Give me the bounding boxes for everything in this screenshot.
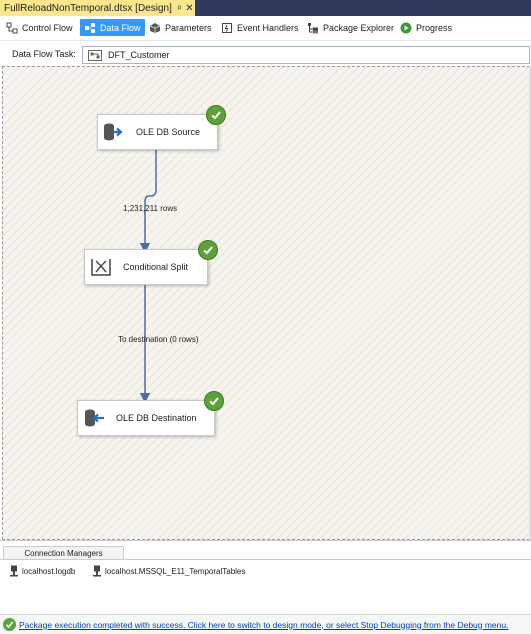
- task-selector-label: Data Flow Task:: [12, 49, 76, 59]
- component-name: OLE DB Destination: [116, 413, 197, 423]
- close-icon[interactable]: ✕: [185, 2, 194, 14]
- control-flow-icon: [6, 22, 18, 34]
- document-tab[interactable]: FullReloadNonTemporal.dtsx [Design] ᵖ ✕: [0, 0, 195, 16]
- connection-managers-panel: Connection Managers localhost.logdb loca…: [0, 540, 531, 615]
- document-tab-title: FullReloadNonTemporal.dtsx [Design]: [4, 2, 172, 14]
- tab-package-explorer[interactable]: Package Explorer: [307, 19, 394, 36]
- execution-status-message[interactable]: Package execution completed with success…: [19, 619, 509, 630]
- tab-progress[interactable]: Progress: [400, 19, 452, 36]
- success-check-icon: [198, 240, 218, 260]
- connection-icon: [92, 565, 102, 577]
- pin-icon[interactable]: ᵖ: [177, 3, 182, 13]
- connection-managers-tab[interactable]: Connection Managers: [3, 546, 124, 560]
- database-destination-icon: [82, 406, 106, 430]
- success-check-icon: [206, 105, 226, 125]
- conditional-split-icon: [89, 255, 113, 279]
- data-flow-icon: [84, 22, 96, 34]
- success-check-icon: [3, 618, 16, 631]
- path-label-source-to-split[interactable]: 1,231,211 rows: [123, 204, 178, 213]
- connection-manager-name: localhost.MSSQL_E11_TemporalTables: [105, 566, 246, 576]
- task-selector-value: DFT_Customer: [108, 50, 170, 60]
- tab-label: Package Explorer: [323, 22, 395, 33]
- task-selector-bar: Data Flow Task: DFT_Customer: [0, 41, 531, 65]
- tab-label: Progress: [416, 22, 453, 33]
- connection-manager-item[interactable]: localhost.MSSQL_E11_TemporalTables: [92, 565, 245, 577]
- tab-parameters[interactable]: Parameters: [149, 19, 212, 36]
- event-handlers-icon: [221, 22, 233, 34]
- data-flow-task-icon: [88, 49, 102, 61]
- success-check-icon: [204, 391, 224, 411]
- divider: [0, 559, 531, 560]
- path-label-split-to-destination[interactable]: To destination (0 rows): [118, 335, 199, 344]
- tab-label: Parameters: [165, 22, 212, 33]
- tab-control-flow[interactable]: Control Flow: [6, 19, 73, 36]
- tab-label: Control Flow: [22, 22, 73, 33]
- canvas-scrollbar[interactable]: [529, 66, 531, 540]
- conditional-split-component[interactable]: Conditional Split: [84, 249, 208, 285]
- execution-status-bar[interactable]: Package execution completed with success…: [0, 614, 531, 634]
- parameters-icon: [149, 22, 161, 34]
- connection-icon: [9, 565, 19, 577]
- package-explorer-icon: [307, 22, 319, 34]
- connection-manager-item[interactable]: localhost.logdb: [9, 565, 75, 577]
- document-tab-strip: FullReloadNonTemporal.dtsx [Design] ᵖ ✕: [0, 0, 531, 16]
- component-name: OLE DB Source: [136, 127, 201, 137]
- tab-event-handlers[interactable]: Event Handlers: [221, 19, 299, 36]
- path-source-to-split: [139, 148, 157, 254]
- component-name: Conditional Split: [123, 262, 189, 272]
- designer-tab-bar: Control Flow Data Flow Parameters Event …: [0, 16, 531, 41]
- ole-db-destination-component[interactable]: OLE DB Destination: [77, 400, 215, 436]
- tab-label: Event Handlers: [237, 22, 299, 33]
- tab-label: Data Flow: [100, 22, 141, 33]
- tab-data-flow[interactable]: Data Flow: [80, 19, 145, 36]
- data-flow-canvas[interactable]: [2, 66, 530, 540]
- database-source-icon: [102, 120, 126, 144]
- ole-db-source-component[interactable]: OLE DB Source: [97, 114, 218, 150]
- connection-manager-name: localhost.logdb: [22, 566, 76, 576]
- task-selector-combo[interactable]: DFT_Customer: [82, 46, 530, 64]
- progress-icon: [400, 22, 412, 34]
